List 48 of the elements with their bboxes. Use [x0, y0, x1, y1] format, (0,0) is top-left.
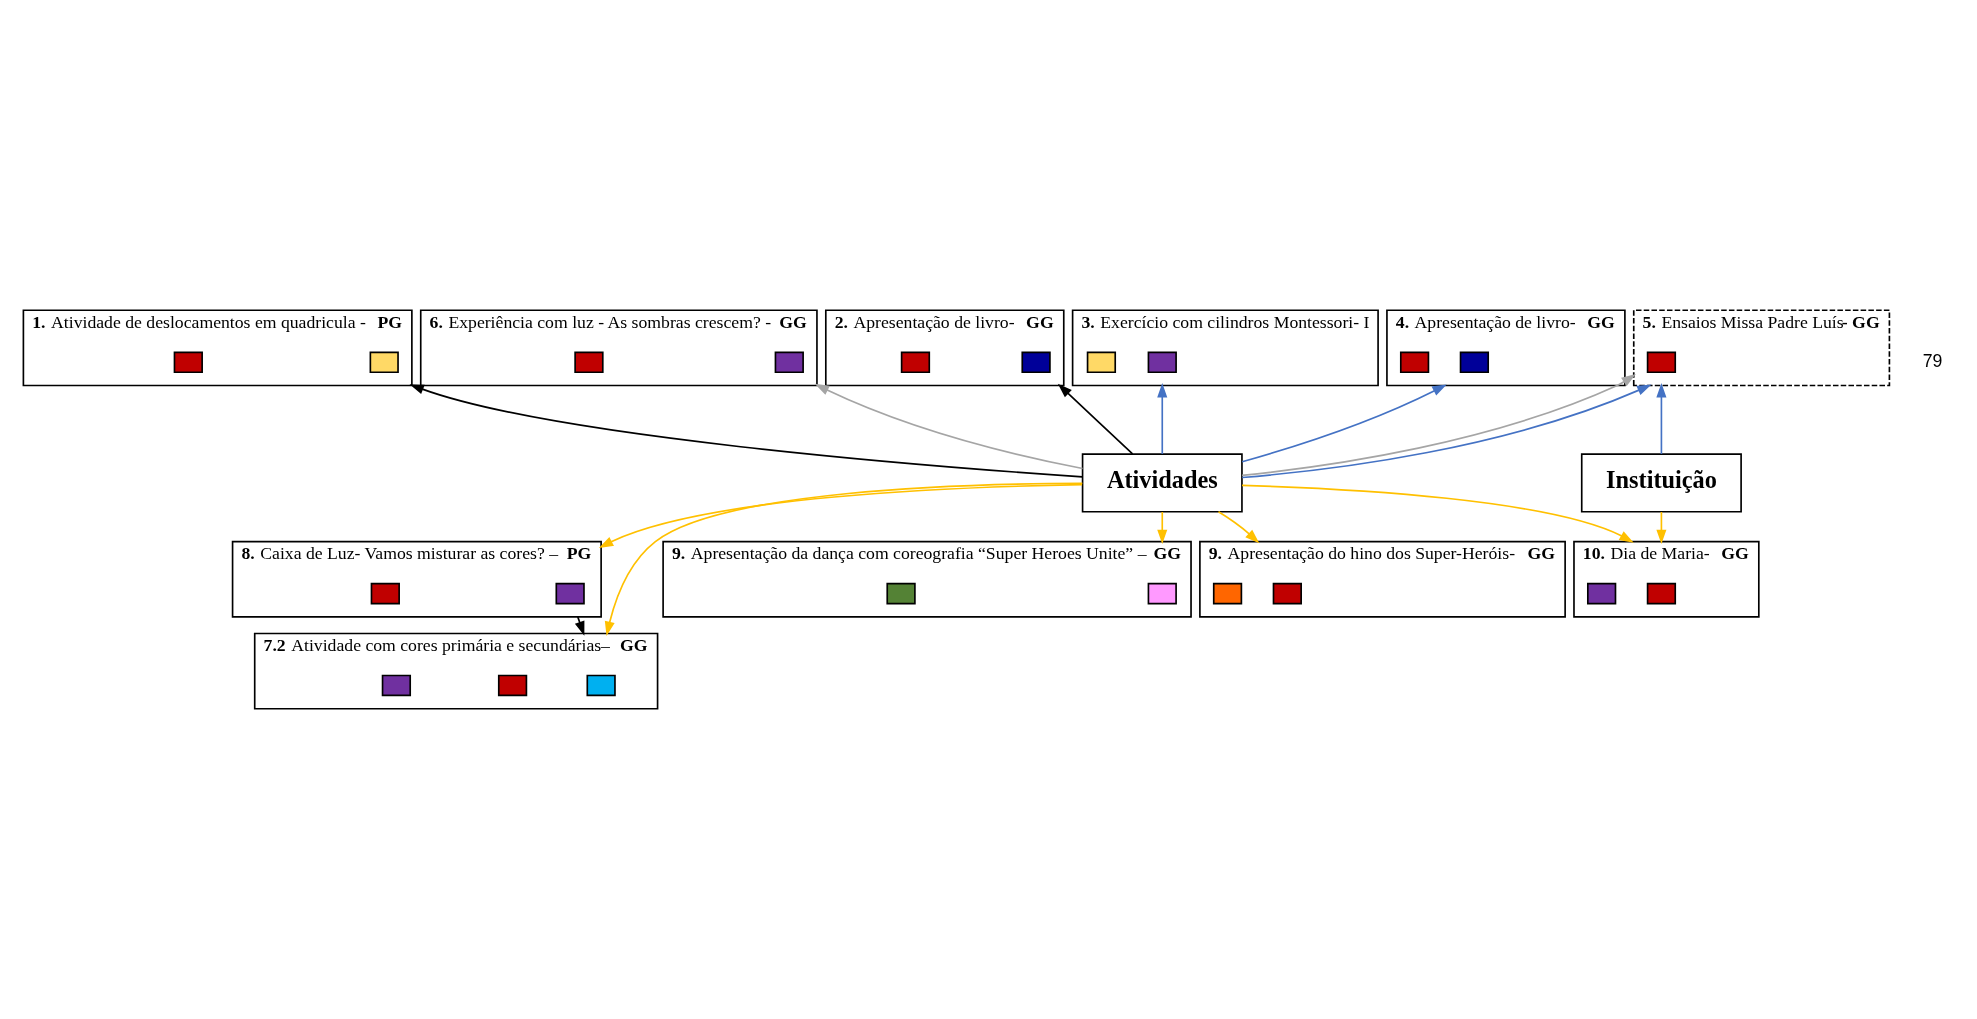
arrow [598, 483, 1083, 549]
node-box [900, 351, 931, 374]
node-box [1147, 351, 1177, 374]
arrow [1217, 510, 1260, 544]
arrow [1656, 383, 1667, 455]
arrow [1656, 511, 1667, 545]
node-box [774, 351, 804, 374]
node-box [381, 674, 412, 697]
arrow [814, 383, 1084, 470]
cluster: 9. Apresentação da dança com coreografia “Super Heroes Unite” – GG [662, 540, 1192, 618]
node-box [1212, 582, 1243, 605]
cluster: 5. Ensaios Missa Padre Luís- GG [1632, 309, 1891, 387]
arrow [1157, 383, 1168, 455]
arrow [1241, 484, 1634, 543]
node-box [369, 351, 399, 374]
node-box [1587, 582, 1617, 605]
arrow [409, 384, 1084, 478]
arrow [1057, 383, 1134, 455]
node-box [497, 674, 528, 697]
label: 79 [1922, 350, 1943, 371]
arrow [1157, 511, 1168, 545]
cluster: 10. Dia de Maria- GG [1573, 540, 1760, 618]
node-box [1459, 351, 1490, 374]
node-box [1021, 351, 1051, 374]
node-box [886, 582, 916, 605]
cluster: 8. Caixa de Luz- Vamos misturar as cores? – PG [231, 540, 602, 618]
arrow [1241, 384, 1447, 463]
node-box [574, 351, 604, 374]
node-box [1399, 351, 1430, 374]
cluster: 9. Apresentação do hino dos Super-Heróis- GG [1199, 540, 1566, 618]
node-box [370, 582, 400, 605]
node-box [1646, 351, 1677, 374]
node-box [555, 582, 585, 605]
node-box [1086, 351, 1117, 374]
node-box [1646, 582, 1677, 605]
node-box: Instituição [1580, 453, 1742, 513]
node-box [1272, 582, 1302, 605]
cluster: 3. Exercício com cilindros Montessori- I [1071, 309, 1379, 387]
cluster: 6. Experiência com luz - As sombras crescem? - GG [419, 309, 818, 387]
cluster: 4. Apresentação de livro- GG [1386, 309, 1626, 387]
node-box [173, 351, 203, 374]
node-box: Atividades [1081, 453, 1243, 513]
cluster: 1. Atividade de deslocamentos em quadricula - PG [22, 309, 413, 387]
arrow [604, 482, 1084, 636]
cluster: 7.2 Atividade com cores primária e secundárias– GG [253, 632, 659, 710]
node-box [1147, 582, 1177, 605]
node-box [586, 674, 616, 697]
cluster: 2. Apresentação de livro- GG [824, 309, 1065, 387]
